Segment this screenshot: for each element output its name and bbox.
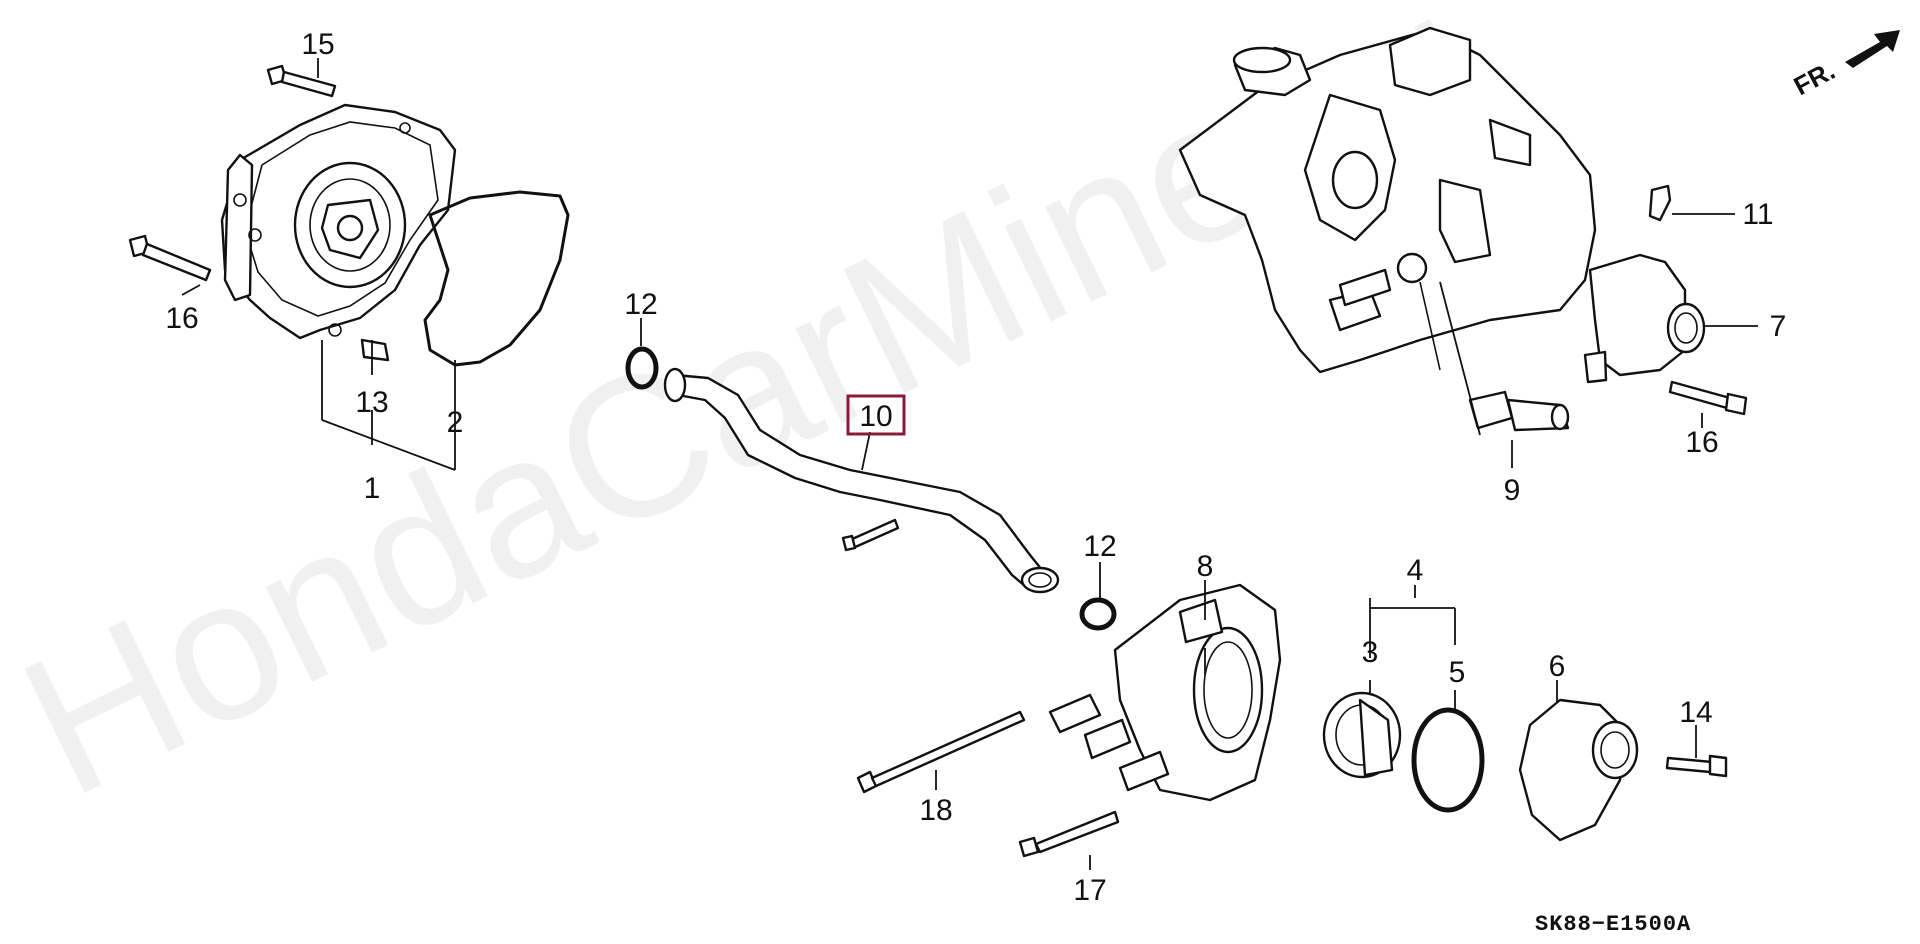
callout-17[interactable]: 17 [1073, 874, 1106, 907]
bolt-15-illustration [266, 64, 337, 98]
callout-10[interactable]: 10 [859, 400, 892, 433]
callout-16-left[interactable]: 16 [165, 302, 198, 335]
callout-8[interactable]: 8 [1197, 550, 1214, 583]
callout-4[interactable]: 4 [1407, 554, 1424, 587]
thermostat-gasket-illustration [1411, 707, 1485, 813]
thermostat-cover-illustration [1518, 698, 1639, 842]
o-ring-12b-illustration [1079, 597, 1117, 631]
callout-2[interactable]: 2 [447, 406, 464, 439]
callout-18[interactable]: 18 [919, 794, 952, 827]
thermostat-housing-illustration [1048, 583, 1282, 802]
gasket-illustration [423, 190, 570, 367]
callout-7[interactable]: 7 [1770, 310, 1787, 343]
bolt-16-left-illustration [128, 234, 212, 282]
callout-12-top[interactable]: 12 [624, 288, 657, 321]
callout-16-right[interactable]: 16 [1685, 426, 1718, 459]
selected-part-highlight [846, 394, 906, 436]
water-passage-pipe-illustration [663, 367, 1060, 594]
drawing-code: SK88−E1500A [1535, 912, 1691, 937]
water-pump-illustration [220, 103, 457, 340]
callout-6[interactable]: 6 [1549, 650, 1566, 683]
bolt-16-right-illustration [1668, 380, 1748, 416]
water-outlet-7-illustration [1583, 253, 1706, 384]
fitting-9-illustration [1468, 390, 1570, 432]
callout-5[interactable]: 5 [1449, 656, 1466, 689]
callout-15[interactable]: 15 [301, 28, 334, 61]
callout-11[interactable]: 11 [1742, 198, 1773, 231]
callout-14[interactable]: 14 [1679, 696, 1712, 729]
bolt-18-illustration [856, 710, 1026, 794]
sensor-11-illustration [1648, 184, 1672, 222]
front-label: FR. [1789, 55, 1840, 101]
callout-12-bottom[interactable]: 12 [1083, 530, 1116, 563]
engine-head-illustration [1178, 26, 1597, 374]
o-ring-12a-illustration [625, 346, 659, 390]
bolt-17-illustration [1018, 810, 1120, 858]
callout-3[interactable]: 3 [1362, 636, 1379, 669]
dowel-pin-illustration [360, 338, 390, 362]
front-direction-marker: FR. [1789, 30, 1900, 101]
callout-13[interactable]: 13 [355, 386, 388, 419]
bolt-14-illustration [1665, 754, 1728, 778]
front-arrow-icon [1845, 30, 1900, 68]
callout-9[interactable]: 9 [1504, 474, 1521, 507]
thermostat-illustration [1322, 691, 1402, 779]
callout-1[interactable]: 1 [364, 472, 381, 505]
leader-lines [181, 58, 1758, 870]
